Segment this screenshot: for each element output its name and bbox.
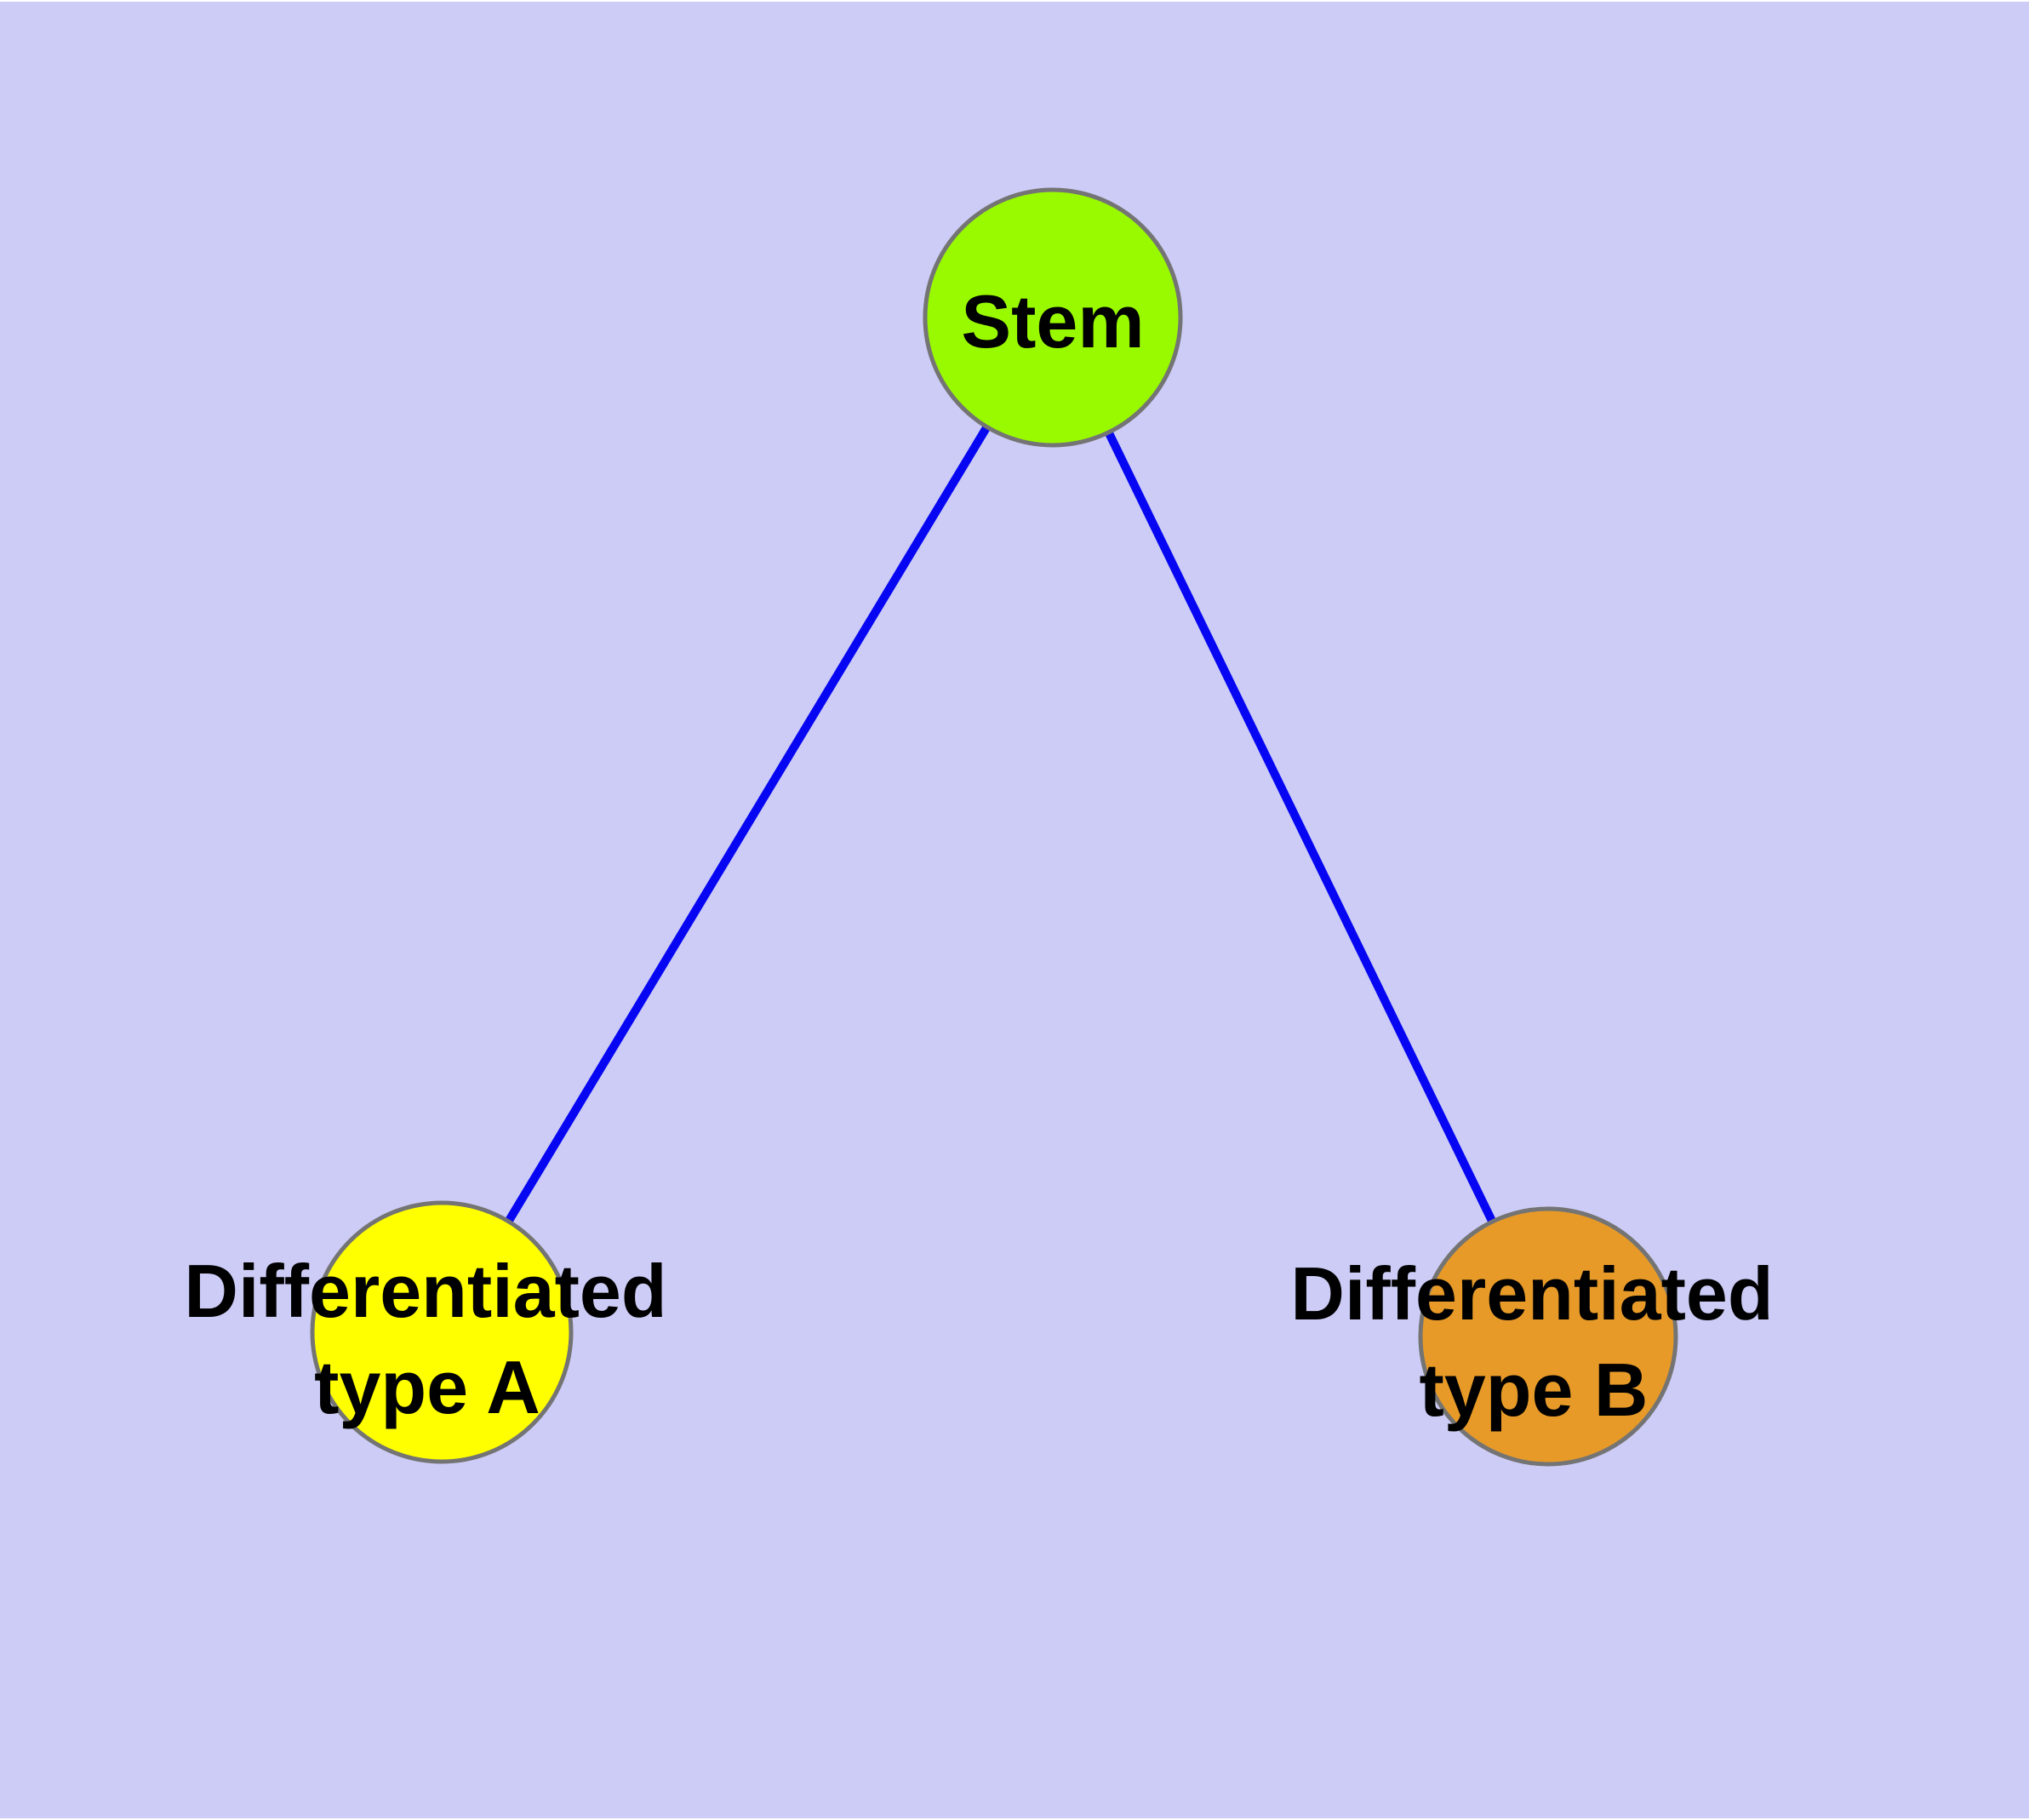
node-label-line: type B: [1420, 1348, 1649, 1432]
node-differentiated-type-a-label: Differentiated type A: [184, 1249, 670, 1429]
node-differentiated-type-a: [310, 1200, 574, 1464]
node-label-line: Differentiated: [184, 1249, 666, 1333]
edge-stem-to-type-a: [437, 315, 1057, 1335]
edges: [437, 315, 1552, 1339]
node-label-line: Differentiated: [1290, 1251, 1773, 1336]
node-label-line: type A: [314, 1345, 540, 1429]
node-label-line: Stem: [961, 279, 1144, 363]
node-labels: Stem Differentiated type A Differentiate…: [184, 279, 1776, 1432]
nodes: [310, 187, 1678, 1467]
node-stem-label: Stem: [961, 279, 1144, 363]
edge-stem-to-type-b: [1049, 315, 1552, 1339]
node-differentiated-type-b: [1418, 1206, 1678, 1467]
node-differentiated-type-b-label: Differentiated type B: [1290, 1251, 1776, 1432]
node-stem: [923, 187, 1183, 448]
